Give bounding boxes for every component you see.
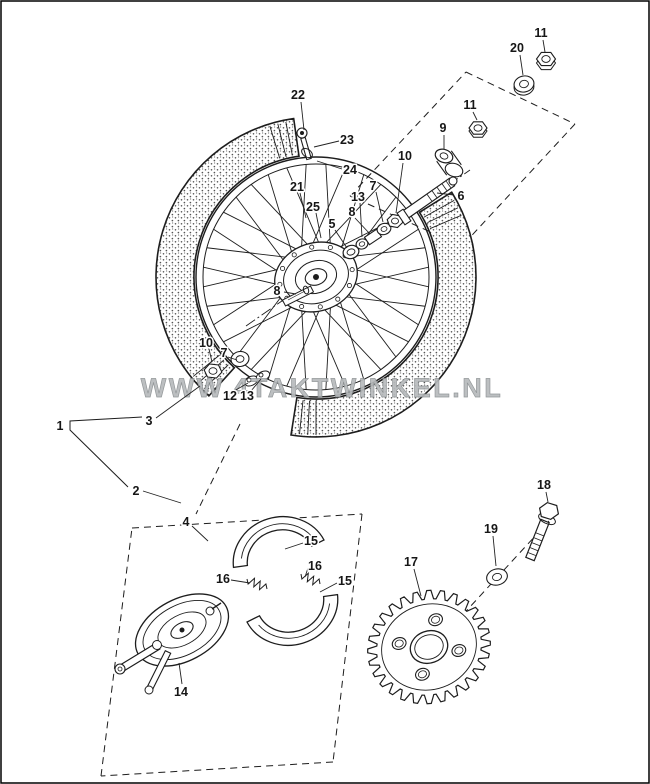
leader-line <box>142 490 182 504</box>
part-number-label: 19 <box>484 522 498 536</box>
part-number-label: 11 <box>534 26 547 40</box>
part-number-label: 24 <box>343 163 357 177</box>
leader-line <box>178 662 183 685</box>
leader-line <box>315 212 322 239</box>
part-number-label: 17 <box>404 555 418 569</box>
sprocket-drawing <box>367 589 491 705</box>
part-number-label: 13 <box>240 389 254 403</box>
leader-line <box>300 101 305 131</box>
part-number-label: 8 <box>349 205 356 219</box>
part-number-label: 10 <box>199 336 213 350</box>
leader-line <box>319 582 338 593</box>
part-number-label: 15 <box>338 574 352 588</box>
leader-line <box>334 229 348 249</box>
leader-line <box>155 385 201 419</box>
part-number-label: 21 <box>290 180 304 194</box>
part-number-label: 14 <box>174 685 188 699</box>
leader-line <box>472 111 478 121</box>
leader-line <box>436 192 455 196</box>
part-number-label: 13 <box>351 190 365 204</box>
part-number-label: 25 <box>306 200 320 214</box>
leader-line <box>208 348 213 363</box>
leader-line <box>542 39 546 53</box>
leader-line <box>359 202 363 238</box>
part-number-label: 9 <box>440 121 447 135</box>
part-number-label: 23 <box>340 133 354 147</box>
part-number-label: 10 <box>398 149 412 163</box>
part-number-label: 3 <box>146 414 153 428</box>
part-number-label: 20 <box>510 41 524 55</box>
part-number-label: 11 <box>463 98 476 112</box>
leader-line <box>519 54 524 76</box>
leader-line <box>545 491 549 503</box>
leader-line <box>354 217 371 235</box>
leader-line <box>250 378 262 392</box>
leader-line <box>283 291 297 295</box>
leader-line <box>299 192 307 219</box>
leader-line <box>230 579 251 584</box>
part-number-label: 7 <box>370 179 377 193</box>
part-number-label: 4 <box>183 515 190 529</box>
leader-line <box>395 162 404 214</box>
part-number-label: 1 <box>57 419 64 433</box>
leader-line <box>316 160 343 170</box>
leader-line <box>233 382 249 392</box>
leader-line <box>492 535 497 567</box>
leader-line <box>284 542 304 550</box>
leader-line <box>413 568 422 597</box>
part-number-label: 12 <box>223 389 237 403</box>
leader-line <box>227 356 238 361</box>
leader-line <box>191 525 209 542</box>
part-number-label: 2 <box>133 484 140 498</box>
part-number-label: 7 <box>221 346 228 360</box>
wheel-assembly-drawing <box>155 117 477 438</box>
part-number-label: 15 <box>304 534 318 548</box>
part-number-label: 5 <box>329 217 336 231</box>
leader-line <box>375 191 384 223</box>
part-number-label: 22 <box>291 88 305 102</box>
part-number-label: 8 <box>274 284 281 298</box>
axle-hardware-drawing <box>203 51 560 586</box>
leader-line <box>313 140 340 148</box>
part-number-label: 16 <box>308 559 322 573</box>
part-number-label: 18 <box>537 478 551 492</box>
part-number-label: 16 <box>216 572 230 586</box>
part-number-label: 6 <box>458 189 465 203</box>
leader-line <box>304 567 309 578</box>
watermark-text: WWW.4TAKTWINKEL.NL <box>141 373 503 403</box>
brake-assembly-drawing <box>114 516 339 695</box>
